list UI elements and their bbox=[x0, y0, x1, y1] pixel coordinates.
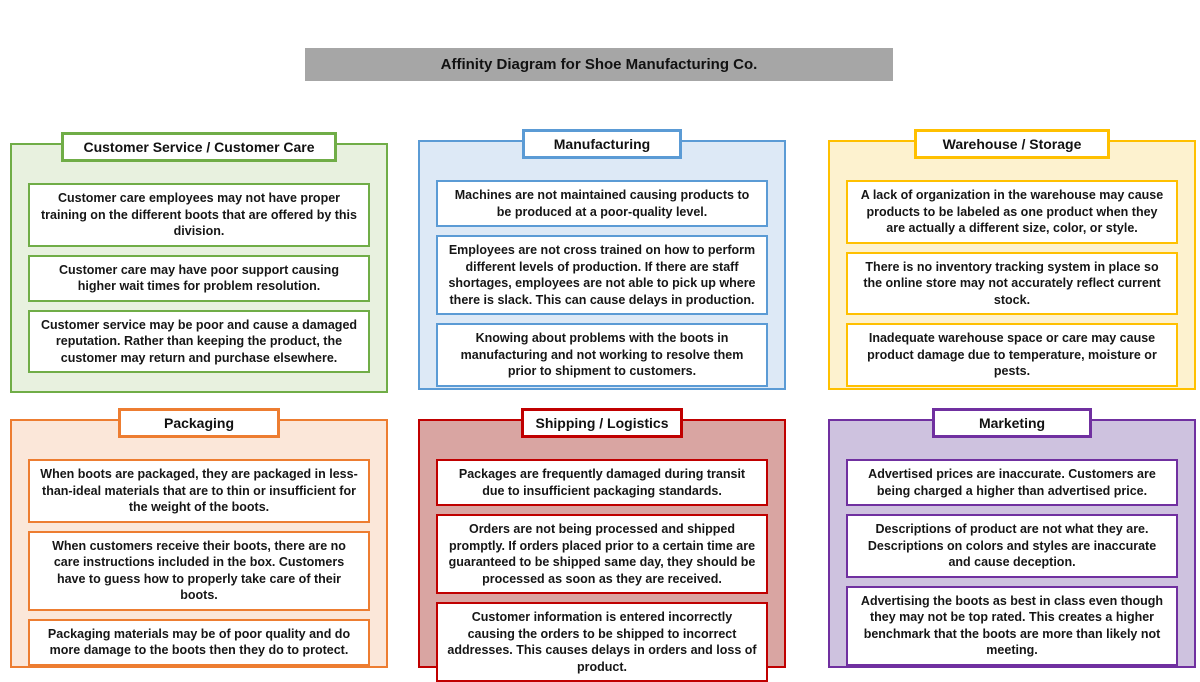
note-card: Machines are not maintained causing prod… bbox=[436, 180, 768, 227]
note-card: A lack of organization in the warehouse … bbox=[846, 180, 1178, 244]
note-card: Customer information is entered incorrec… bbox=[436, 602, 768, 682]
note-card: Orders are not being processed and shipp… bbox=[436, 514, 768, 594]
group-header-warehouse-storage: Warehouse / Storage bbox=[914, 129, 1110, 159]
group-container-marketing: Advertised prices are inaccurate. Custom… bbox=[828, 419, 1196, 668]
note-card: Packaging materials may be of poor quali… bbox=[28, 618, 370, 666]
note-card: When customers receive their boots, ther… bbox=[28, 530, 370, 611]
note-card: Packages are frequently damaged during t… bbox=[436, 459, 768, 506]
group-container-manufacturing: Machines are not maintained causing prod… bbox=[418, 140, 786, 390]
group-customer-service: Customer care employees may not have pro… bbox=[10, 132, 388, 393]
note-card: Employees are not cross trained on how t… bbox=[436, 235, 768, 315]
group-container-packaging: When boots are packaged, they are packag… bbox=[10, 419, 388, 668]
note-card: Customer service may be poor and cause a… bbox=[28, 309, 370, 373]
group-label: Customer Service / Customer Care bbox=[83, 139, 315, 155]
group-header-packaging: Packaging bbox=[118, 408, 280, 438]
group-container-warehouse-storage: A lack of organization in the warehouse … bbox=[828, 140, 1196, 390]
group-label: Manufacturing bbox=[553, 136, 651, 152]
group-header-marketing: Marketing bbox=[932, 408, 1092, 438]
title-bar: Affinity Diagram for Shoe Manufacturing … bbox=[305, 48, 893, 81]
group-label: Shipping / Logistics bbox=[535, 415, 669, 431]
note-card: Customer care employees may not have pro… bbox=[28, 183, 370, 247]
group-warehouse-storage: A lack of organization in the warehouse … bbox=[828, 129, 1196, 390]
note-card: When boots are packaged, they are packag… bbox=[28, 459, 370, 523]
group-marketing: Advertised prices are inaccurate. Custom… bbox=[828, 408, 1196, 668]
group-label: Packaging bbox=[163, 415, 235, 431]
group-shipping-logistics: Packages are frequently damaged during t… bbox=[418, 408, 786, 682]
group-label: Warehouse / Storage bbox=[942, 136, 1082, 152]
group-header-manufacturing: Manufacturing bbox=[522, 129, 682, 159]
note-card: Knowing about problems with the boots in… bbox=[436, 323, 768, 387]
group-packaging: When boots are packaged, they are packag… bbox=[10, 408, 388, 668]
note-card: Advertising the boots as best in class e… bbox=[846, 585, 1178, 666]
group-header-customer-service: Customer Service / Customer Care bbox=[61, 132, 337, 162]
note-card: Inadequate warehouse space or care may c… bbox=[846, 323, 1178, 387]
note-card: There is no inventory tracking system in… bbox=[846, 251, 1178, 315]
group-container-shipping-logistics: Packages are frequently damaged during t… bbox=[418, 419, 786, 682]
note-card: Descriptions of product are not what the… bbox=[846, 514, 1178, 578]
group-container-customer-service: Customer care employees may not have pro… bbox=[10, 143, 388, 393]
note-card: Customer care may have poor support caus… bbox=[28, 254, 370, 302]
diagram-title: Affinity Diagram for Shoe Manufacturing … bbox=[440, 56, 758, 73]
note-card: Advertised prices are inaccurate. Custom… bbox=[846, 459, 1178, 506]
group-header-shipping-logistics: Shipping / Logistics bbox=[521, 408, 683, 438]
group-manufacturing: Machines are not maintained causing prod… bbox=[418, 129, 786, 390]
group-label: Marketing bbox=[978, 415, 1046, 431]
